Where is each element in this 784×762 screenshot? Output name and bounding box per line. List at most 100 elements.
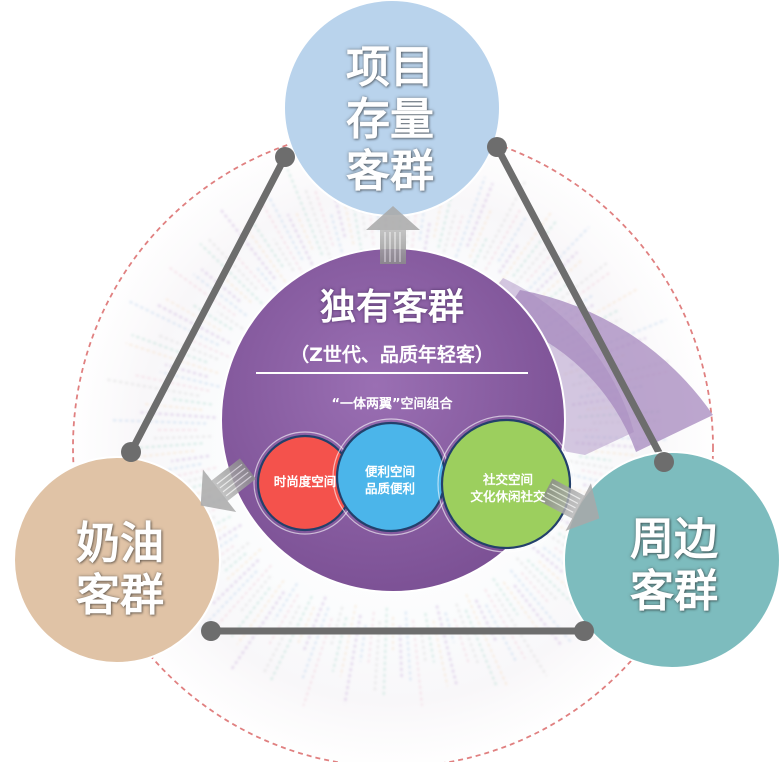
halo-ray	[544, 294, 595, 329]
halo-ray	[497, 215, 528, 262]
halo-ray	[229, 591, 285, 672]
halo-ray	[569, 460, 654, 477]
purple-sector-band	[500, 290, 713, 452]
halo-ray	[515, 557, 559, 602]
halo-ray	[205, 564, 272, 639]
arrow-to-left	[200, 458, 256, 513]
halo-ray	[483, 181, 526, 260]
center-combo-label: “一体两翼”空间组合	[331, 397, 453, 412]
halo-ray	[231, 587, 271, 637]
halo-ray	[216, 310, 244, 330]
halo-ray	[444, 612, 455, 643]
halo-ray	[452, 215, 463, 247]
halo-ray	[372, 151, 380, 231]
bubble-social-label: 社交空间 文化休闲社交	[470, 472, 546, 504]
center-subtitle-underline	[256, 372, 528, 374]
halo-ray	[526, 252, 553, 282]
halo-ray	[358, 194, 367, 238]
halo-ray	[182, 541, 250, 595]
halo-ray	[302, 596, 327, 652]
bubble-fashion-label: 时尚度空间	[273, 474, 337, 489]
halo-ray	[296, 606, 315, 645]
halo-ray	[269, 595, 313, 682]
halo-ray	[465, 594, 507, 686]
halo-ray	[579, 455, 612, 462]
halo-ray	[329, 212, 343, 253]
halo-ray	[170, 397, 212, 406]
halo-ray	[454, 619, 470, 666]
center-subtitle: （Z世代、品质年轻客）	[290, 344, 494, 366]
halo-ray	[139, 411, 216, 419]
halo-ray	[423, 220, 432, 250]
halo-ray	[222, 552, 247, 574]
halo-ray	[330, 606, 344, 645]
halo-ray	[267, 594, 299, 647]
dot-left-top	[121, 442, 141, 462]
halo-ray	[225, 548, 262, 581]
halo-ray	[156, 303, 231, 345]
halo-ray	[513, 584, 564, 648]
halo-ray	[382, 607, 388, 696]
halo-ray	[433, 620, 448, 687]
halo-ray	[588, 450, 638, 457]
center-title: 独有客群	[319, 287, 464, 328]
halo-ray	[555, 288, 639, 337]
halo-ray	[232, 252, 269, 292]
dot-bottom-left	[201, 621, 221, 641]
halo-ray	[131, 334, 208, 364]
halo-ray	[484, 589, 526, 659]
halo-ray	[211, 559, 260, 606]
halo-ray	[521, 572, 550, 605]
arrow-to-top	[366, 206, 420, 264]
connector-top-right	[493, 143, 668, 466]
halo-ray	[236, 580, 285, 645]
halo-ray	[200, 570, 258, 630]
connector-top-left	[127, 153, 289, 456]
halo-ray	[267, 194, 304, 260]
halo-ray	[411, 189, 419, 254]
halo-ray	[190, 303, 233, 330]
halo-ray	[526, 559, 583, 614]
triangle-connectors	[127, 143, 668, 635]
halo-ray	[455, 176, 486, 258]
halo-ray	[304, 190, 333, 262]
node-left-label: 奶油 客群	[76, 518, 164, 621]
bubble-social-ring	[437, 415, 575, 553]
halo-ray	[494, 593, 548, 677]
node-left-circle	[13, 456, 221, 664]
halo-ray	[498, 241, 521, 274]
halo-ray	[433, 155, 452, 238]
halo-ray	[167, 265, 236, 316]
halo-ray	[296, 213, 313, 250]
halo-ray	[240, 575, 272, 612]
halo-ray	[575, 441, 642, 449]
bubble-convenience-label: 便利空间 品质便利	[364, 464, 415, 496]
halo-ray	[193, 273, 247, 317]
halo-ray	[125, 342, 219, 374]
halo-ray	[464, 609, 498, 687]
halo-ray	[164, 297, 221, 331]
halo-ray	[219, 208, 276, 280]
node-top-label: 项目 存量 客群	[346, 42, 434, 197]
halo-ray	[492, 577, 519, 616]
halo-ray	[469, 210, 492, 258]
halo-ray	[424, 613, 435, 663]
halo-ray	[272, 238, 295, 272]
halo-ray	[340, 604, 357, 677]
halo-ray	[262, 605, 301, 675]
halo-ray	[132, 374, 210, 392]
halo-ray	[418, 193, 428, 241]
halo-ray	[441, 210, 457, 259]
halo-ray	[186, 337, 229, 358]
connector-dots	[121, 137, 674, 641]
node-right-label: 周边 客群	[630, 514, 718, 617]
halo-ray	[466, 182, 494, 247]
halo-ray	[398, 625, 403, 678]
node-right-circle	[563, 451, 781, 669]
dot-top-right	[487, 137, 507, 157]
dot-top-left	[275, 147, 295, 167]
halo-ray	[171, 454, 209, 463]
halo-ray	[129, 300, 219, 346]
halo-ray	[531, 546, 564, 574]
